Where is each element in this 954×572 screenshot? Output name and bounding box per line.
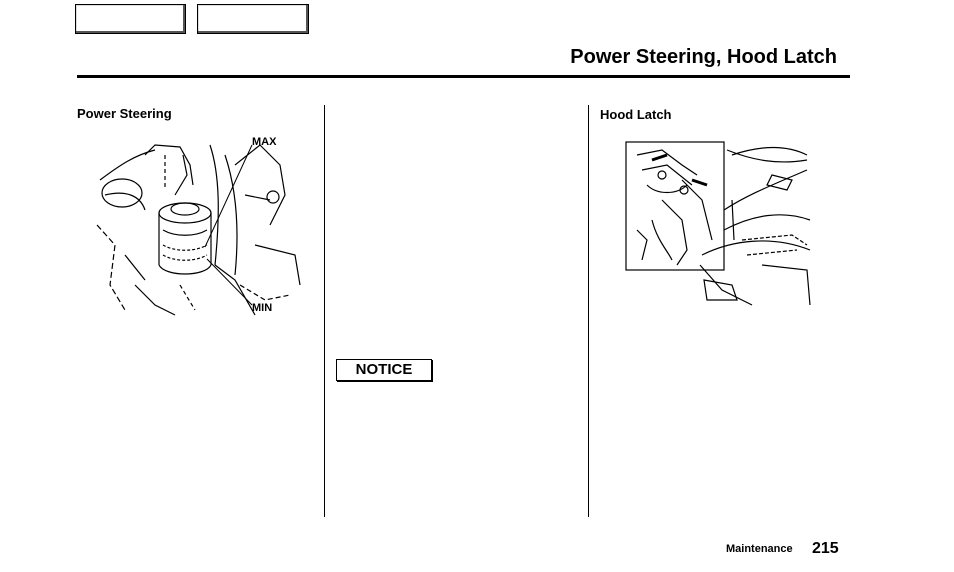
hood-latch-heading: Hood Latch <box>600 107 672 122</box>
notice-box: NOTICE <box>336 359 432 381</box>
nav-contents-button[interactable] <box>197 4 309 34</box>
title-divider <box>77 75 850 78</box>
footer-section-name: Maintenance <box>726 543 793 555</box>
page-number: 215 <box>812 540 839 557</box>
column-divider-left <box>324 105 325 517</box>
power-steering-heading: Power Steering <box>77 106 172 121</box>
page-title: Power Steering, Hood Latch <box>570 46 837 68</box>
max-level-label: MAX <box>252 136 277 148</box>
nav-back-button[interactable] <box>75 4 186 34</box>
power-steering-reservoir-illustration <box>96 144 301 316</box>
column-divider-right <box>588 105 589 517</box>
hood-latch-illustration <box>625 141 811 306</box>
min-level-label: MIN <box>252 302 273 314</box>
